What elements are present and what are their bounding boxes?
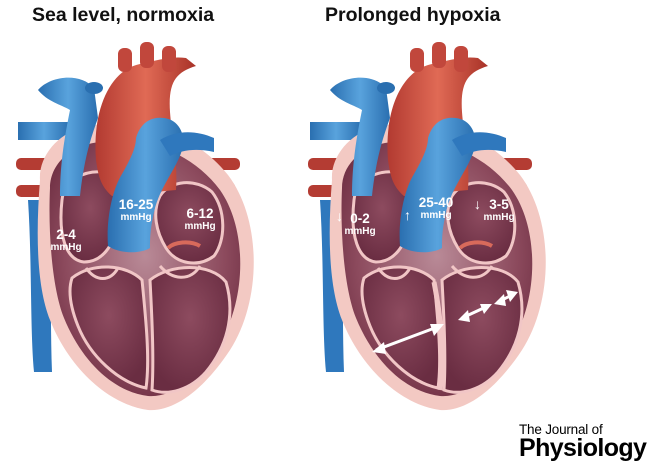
pressure-unit: mmHg bbox=[44, 243, 88, 253]
pressure-value: 2-4 bbox=[44, 228, 88, 242]
pressure-unit: mmHg bbox=[108, 213, 164, 223]
journal-logo: The Journal of Physiology bbox=[519, 422, 646, 463]
pressure-unit: mmHg bbox=[174, 222, 226, 232]
pressure-value: 25-40 bbox=[412, 196, 460, 210]
arrow-up-icon: ↑ bbox=[404, 207, 411, 223]
arrow-down-icon: ↓ bbox=[474, 196, 481, 212]
pulmonary-artery-pressure-normoxia: 16-25 mmHg bbox=[108, 198, 164, 223]
pressure-value: 3-5 bbox=[482, 198, 516, 212]
pressure-unit: mmHg bbox=[482, 213, 516, 223]
arrow-down-icon: ↓ bbox=[336, 208, 343, 224]
left-atrium-pressure-hypoxia: 3-5 mmHg bbox=[482, 198, 516, 223]
pressure-value: 0-2 bbox=[340, 212, 380, 226]
pressure-value: 6-12 bbox=[174, 207, 226, 221]
right-atrium-pressure-hypoxia: 0-2 mmHg bbox=[340, 212, 380, 237]
pressure-unit: mmHg bbox=[340, 227, 380, 237]
left-atrium-pressure-normoxia: 6-12 mmHg bbox=[174, 207, 226, 232]
pulmonary-artery-pressure-hypoxia: 25-40 mmHg bbox=[412, 196, 460, 221]
right-atrium-pressure-normoxia: 2-4 mmHg bbox=[44, 228, 88, 253]
journal-logo-line2: Physiology bbox=[519, 434, 646, 463]
pressure-unit: mmHg bbox=[412, 211, 460, 221]
pressure-value: 16-25 bbox=[108, 198, 164, 212]
